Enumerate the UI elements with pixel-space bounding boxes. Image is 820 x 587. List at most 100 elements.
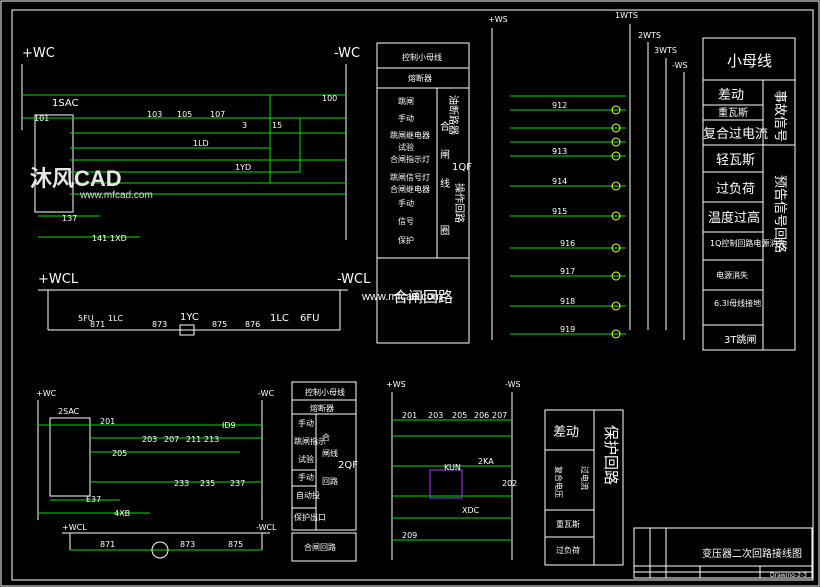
bl-bus2-minus: -WCL	[256, 523, 277, 532]
left-row-5: 跳闸信号灯	[390, 172, 430, 182]
left-side-0: 合	[440, 120, 450, 133]
node-107: 107	[210, 110, 225, 119]
bl-node-213: 213	[204, 435, 219, 444]
node-141: 141	[92, 234, 107, 243]
left-row-4: 合闸指示灯	[390, 154, 430, 164]
bottom-table: 控制小母线 熔断器 手动 跳闸指示 试验 手动 自动投 保护出口 合 闸线 回路…	[291, 381, 358, 562]
sig-line-917: 917	[560, 267, 575, 276]
right-g1-side: 事故信号	[772, 90, 787, 142]
left-table-header: 控制小母线	[402, 52, 442, 62]
switch-1sac-label: 1SAC	[52, 98, 79, 109]
bl-node-203: 203	[142, 435, 157, 444]
bl-node-207: 207	[164, 435, 179, 444]
left-table-sub: 熔断器	[408, 73, 432, 83]
right-g2-6: 3T跳闸	[724, 333, 756, 346]
middle-left-circuit: +WCL -WCL 5FU 1LC 1YC 1LC 6FU 871 873 87…	[38, 272, 371, 336]
left-row-1: 手动	[398, 113, 414, 123]
prot-cell-0: 差动	[553, 425, 579, 440]
prot-cell-3: 重瓦斯	[556, 519, 580, 529]
right-g2-3: 1Q控制回路电源消失	[710, 238, 785, 248]
bm-label-kun: KUN	[444, 463, 461, 472]
bt-footer: 合闸回路	[304, 542, 336, 552]
node-871: 871	[90, 320, 105, 329]
bt-row-4: 自动投	[296, 490, 320, 500]
watermark-url-small: www.mfcad.com	[79, 190, 153, 201]
bl-node-4xb: 4XB	[114, 509, 130, 518]
sig-line-914: 914	[552, 177, 567, 186]
node-3: 3	[242, 121, 247, 130]
node-873: 873	[152, 320, 167, 329]
signal-bus-section: +WS 1WTS 2WTS 3WTS -WS 912 913 914 915 9…	[488, 11, 688, 340]
bt-row-5: 保护出口	[294, 512, 326, 522]
bt-row-3: 手动	[298, 472, 314, 482]
bm-node-209: 209	[402, 531, 417, 540]
node-875: 875	[212, 320, 227, 329]
sig-line-913: 913	[552, 147, 567, 156]
fuse-5fu: 5FU	[78, 314, 94, 323]
contact-1lc-2: 1LC	[270, 313, 289, 324]
left-row-3: 试验	[398, 142, 414, 152]
bt-row-1: 跳闸指示	[294, 436, 326, 446]
bt-side-1: 闸线	[322, 448, 338, 458]
sig-line-912: 912	[552, 101, 567, 110]
bl-bus2-node-873: 873	[180, 540, 195, 549]
sig-bus-3wts: 3WTS	[654, 46, 677, 55]
left-side-3: 圈	[440, 225, 450, 237]
left-row-8: 信号	[398, 216, 414, 226]
left-side-1: 闸	[440, 148, 450, 161]
bl-bus2-node-875: 875	[228, 540, 243, 549]
right-g2-1: 过负荷	[716, 182, 755, 197]
fuse-6fu: 6FU	[300, 313, 319, 324]
left-row-6: 合闸继电器	[390, 184, 430, 194]
bus-minus-wc: -WC	[334, 46, 360, 61]
left-side-5: 1QF	[452, 162, 472, 173]
bottom-middle-circuit: +WS -WS KUN 2KA XDC 201 203 205 206 207 …	[386, 380, 521, 560]
left-side-4: 油断路器	[447, 95, 460, 135]
bt-row-0: 手动	[298, 418, 314, 428]
left-row-0: 跳闸	[398, 96, 414, 106]
bt-sub: 熔断器	[310, 403, 334, 413]
switch-2sac	[49, 417, 91, 497]
left-side-6: 操作回路	[453, 183, 466, 223]
bl-bus2-plus: +WCL	[62, 523, 87, 532]
title-block: 变压器二次回路接线图 Drawing-2-3	[633, 527, 813, 579]
bottom-left-circuit: +WC -WC 2SAC 201 203 205 207 211 213 233…	[36, 389, 277, 559]
prot-cell-1: 复合电压	[554, 466, 564, 498]
bl-node-237: 237	[230, 479, 245, 488]
right-table: 小母线 差动 重瓦斯 复合过电流 事故信号 轻瓦斯 过负荷 温度过高 1Q控制回…	[702, 37, 796, 351]
node-15: 15	[272, 121, 282, 130]
bm-node-206: 206	[474, 411, 489, 420]
title-block-title: 变压器二次回路接线图	[702, 547, 802, 560]
node-1ld: 1LD	[193, 139, 209, 148]
node-876: 876	[245, 320, 260, 329]
watermark-brand: 沐风CAD	[30, 166, 122, 191]
bl-node-e37: E37	[86, 495, 101, 504]
bt-row-2: 试验	[298, 454, 314, 464]
bm-label-xdc: XDC	[462, 506, 480, 515]
node-100: 100	[322, 94, 337, 103]
bl-node-233: 233	[174, 479, 189, 488]
bt-side2-0: 2QF	[338, 460, 358, 471]
bl-node-235: 235	[200, 479, 215, 488]
bl-bus-minus-wc: -WC	[258, 389, 274, 398]
bl-bus-plus-wc: +WC	[36, 389, 57, 398]
sig-bus-1wts: 1WTS	[615, 11, 638, 20]
left-row-7: 手动	[398, 198, 414, 208]
bm-bus-plus: +WS	[386, 380, 406, 389]
bl-node-201: 201	[100, 417, 115, 426]
sig-line-919: 919	[560, 325, 575, 334]
right-table-title: 小母线	[727, 52, 772, 70]
bt-side-2: 回路	[322, 476, 338, 486]
bt-header: 控制小母线	[305, 387, 345, 397]
inner-border	[11, 9, 814, 581]
right-g2-5: 6.3I母线接地	[714, 298, 761, 308]
bus-minus-wcl: -WCL	[337, 272, 371, 287]
left-side-2: 线	[440, 177, 450, 190]
sig-line-918: 918	[560, 297, 575, 306]
sig-bus-2wts: 2WTS	[638, 31, 661, 40]
sig-bus-plus-ws: +WS	[488, 15, 508, 24]
relay-kun	[429, 469, 463, 499]
right-g2-side: 预告信号回路	[772, 175, 788, 253]
